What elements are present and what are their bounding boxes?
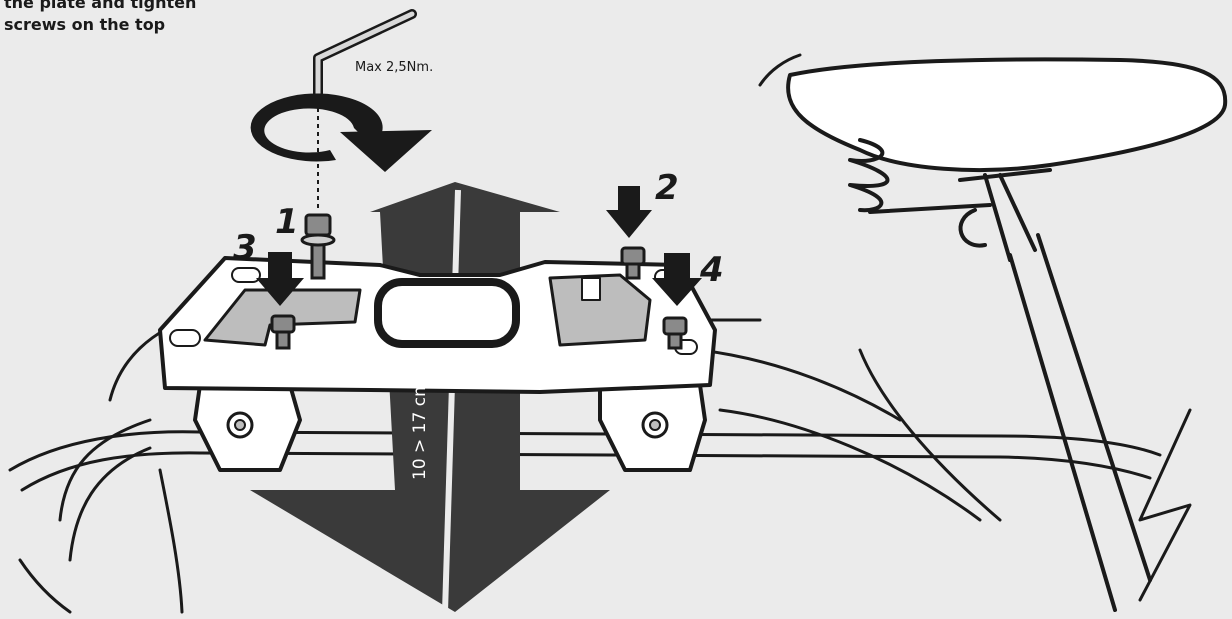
rotation-arrow-icon bbox=[250, 93, 432, 172]
instruction-line-2: screws on the top bbox=[4, 15, 166, 34]
step-number-2: 2 bbox=[655, 168, 679, 208]
adjustment-range-arrow bbox=[250, 182, 610, 613]
step-number-1: 1 bbox=[275, 202, 299, 242]
hex-key-icon bbox=[313, 9, 417, 105]
step-number-3: 3 bbox=[233, 228, 257, 268]
screws bbox=[270, 213, 688, 350]
range-label: 10 > 17 cm bbox=[410, 380, 430, 480]
mount-plate bbox=[158, 256, 717, 472]
step-number-4: 4 bbox=[700, 250, 724, 290]
saddle-icon bbox=[758, 53, 1228, 612]
instruction-line-1: the plate and tighten bbox=[4, 0, 197, 12]
down-arrow-icon bbox=[256, 186, 702, 306]
instruction-text: the plate and tighten screws on the top bbox=[4, 0, 196, 36]
torque-label: Max 2,5Nm. bbox=[355, 60, 434, 75]
